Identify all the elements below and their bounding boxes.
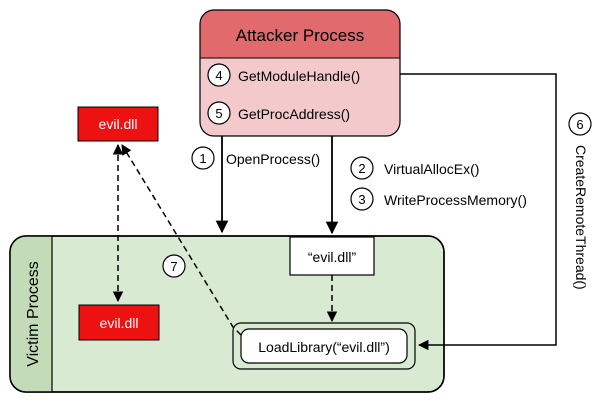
evil-dll-disk-label: evil.dll	[99, 116, 138, 132]
step-7-number: 7	[170, 259, 177, 274]
step-6-number: 6	[576, 117, 583, 132]
step-1-label: OpenProcess()	[226, 151, 320, 167]
payload-string-box: “evil.dll”	[289, 236, 375, 276]
step-1-number: 1	[199, 151, 206, 166]
payload-string-label: “evil.dll”	[308, 249, 357, 265]
step-5-label: GetProcAddress()	[238, 106, 350, 122]
step-3-number: 3	[358, 192, 365, 207]
step-2-label: VirtualAllocEx()	[384, 161, 479, 177]
attacker-process: Attacker Process 4 GetModuleHandle() 5 G…	[199, 9, 401, 137]
evil-dll-disk: evil.dll	[77, 106, 159, 142]
step-2-badge	[350, 156, 374, 180]
loadlibrary-label: LoadLibrary(“evil.dll”)	[258, 339, 390, 355]
step-2-number: 2	[358, 161, 365, 176]
step-7-badge	[162, 254, 186, 278]
step-3-label: WriteProcessMemory()	[384, 192, 527, 208]
step-4-badge	[207, 63, 231, 87]
step-4-label: GetModuleHandle()	[238, 68, 360, 84]
evil-dll-victim: evil.dll	[78, 304, 160, 341]
step-4-number: 4	[215, 68, 222, 83]
loadlibrary-box: LoadLibrary(“evil.dll”)	[232, 322, 416, 370]
arrow-createremotethread	[400, 73, 557, 351]
evil-dll-victim-label: evil.dll	[100, 315, 139, 331]
step-3-badge	[350, 187, 374, 211]
victim-process-title: Victim Process	[25, 261, 42, 367]
step-6-label: CreateRemoteThread()	[573, 145, 589, 290]
step-5-badge	[207, 101, 231, 125]
attacker-process-title: Attacker Process	[236, 26, 365, 45]
step-1-badge	[191, 146, 215, 170]
step-6-badge	[568, 112, 592, 136]
step-5-number: 5	[215, 106, 222, 121]
arrow-loadlibrary-to-disk	[121, 144, 242, 336]
